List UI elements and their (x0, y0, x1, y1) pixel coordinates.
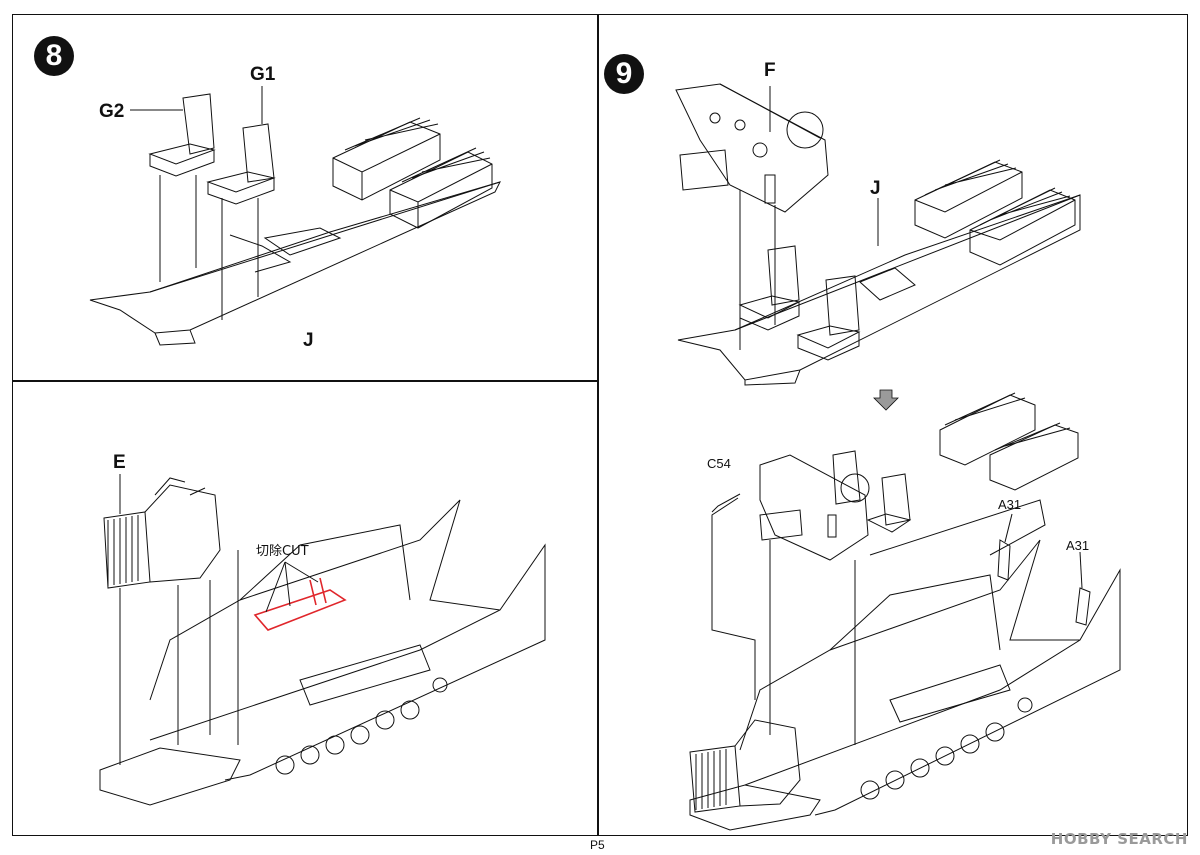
part-label-g1: G1 (250, 64, 276, 85)
step-8-number: 8 (34, 36, 74, 76)
watermark-logo: HOBBY SEARCH (1050, 830, 1188, 848)
step-9-number: 9 (604, 54, 644, 94)
next-stage-arrow (873, 389, 899, 411)
part-label-c54: C54 (707, 456, 731, 471)
engine-hull-assembly (99, 474, 546, 806)
step-8-floor-assembly (89, 86, 501, 346)
part-label-a31: A31 (1066, 538, 1090, 553)
step-8-panel (12, 14, 599, 382)
part-label-a31: A31 (998, 497, 1022, 512)
part-label-j: J (870, 178, 881, 199)
engine-panel (12, 380, 599, 836)
page-number: P5 (590, 838, 605, 852)
step-9-lower-assembly (689, 392, 1121, 831)
part-label-g2: G2 (99, 101, 125, 122)
cut-instruction-label: 切除CUT (256, 544, 309, 559)
part-label-j: J (303, 330, 314, 351)
part-label-f: F (764, 60, 776, 81)
part-label-e: E (113, 452, 126, 473)
step-9-panel (597, 14, 1188, 836)
step-9-upper-assembly (675, 83, 1081, 386)
